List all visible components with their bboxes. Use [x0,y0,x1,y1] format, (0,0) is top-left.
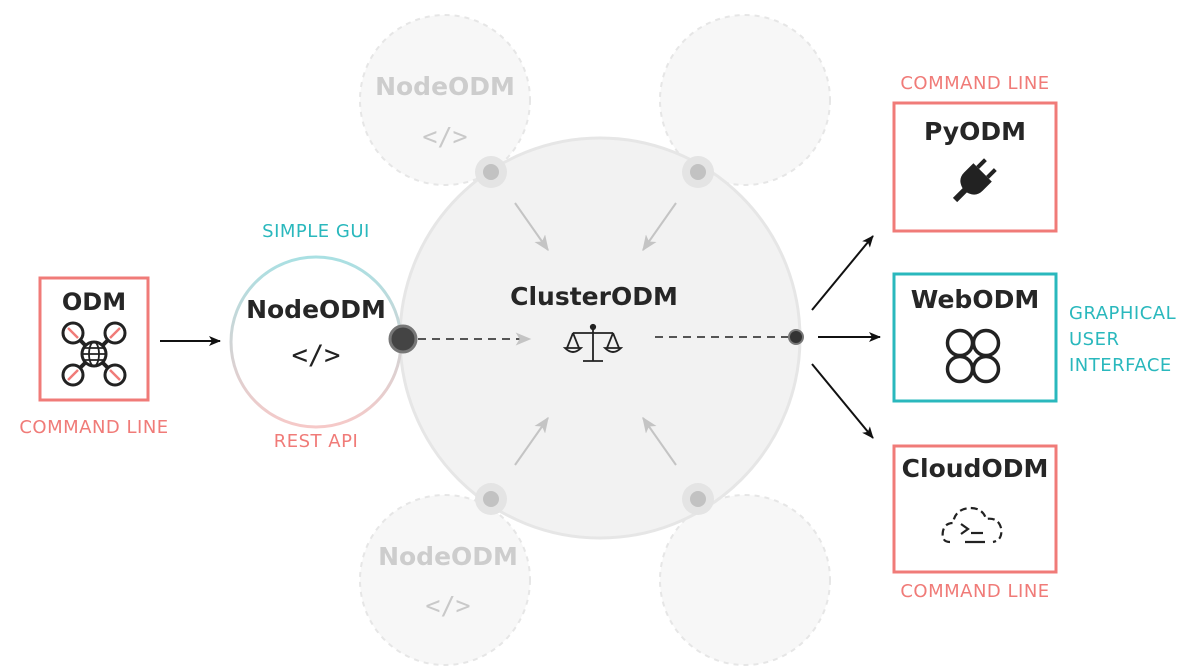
code-icon: </> [422,122,467,151]
cloudodm-title: CloudODM [901,454,1049,483]
webodm-logo-icon [945,328,1001,384]
scales-icon [562,323,624,362]
ghost-node-bottom-right [659,494,831,666]
arrow-to-cloudodm [811,363,874,439]
ghost-node-title-top: NodeODM [375,72,515,101]
webodm-caption-line-1: GRAPHICAL [1069,303,1177,324]
cloudodm-caption: COMMAND LINE [900,581,1050,602]
webodm-caption-line-3: INTERFACE [1069,355,1172,376]
cluster-connector-dots [475,156,714,515]
nodeodm-caption-top: SIMPLE GUI [262,221,370,242]
ghost-node-bottom-left [359,494,531,666]
odm-box [38,276,150,402]
plug-icon [952,158,997,203]
nodeodm-title: NodeODM [246,295,386,324]
code-icon: </> [425,591,470,620]
webodm-caption: GRAPHICAL USER INTERFACE [1069,301,1176,379]
pyodm-title: PyODM [924,117,1026,146]
webodm-title: WebODM [910,285,1040,314]
code-icon: </> [292,340,341,371]
cloud-terminal-icon [941,506,1003,544]
nodeodm-caption-bottom: REST API [273,431,359,452]
odm-title: ODM [61,288,127,316]
clusterodm-title: ClusterODM [510,282,678,311]
arrow-to-pyodm [811,235,874,311]
pyodm-caption: COMMAND LINE [900,73,1050,94]
webodm-caption-line-2: USER [1069,329,1120,350]
nodeodm-connector-dot [388,324,418,354]
cluster-inward-arrows [514,202,677,466]
ghost-node-top-left [359,14,531,186]
cluster-output-dot [788,329,804,345]
ghost-node-title-bottom: NodeODM [378,542,518,571]
drone-icon [61,321,127,387]
ghost-node-top-right [659,14,831,186]
odm-caption: COMMAND LINE [19,417,169,438]
